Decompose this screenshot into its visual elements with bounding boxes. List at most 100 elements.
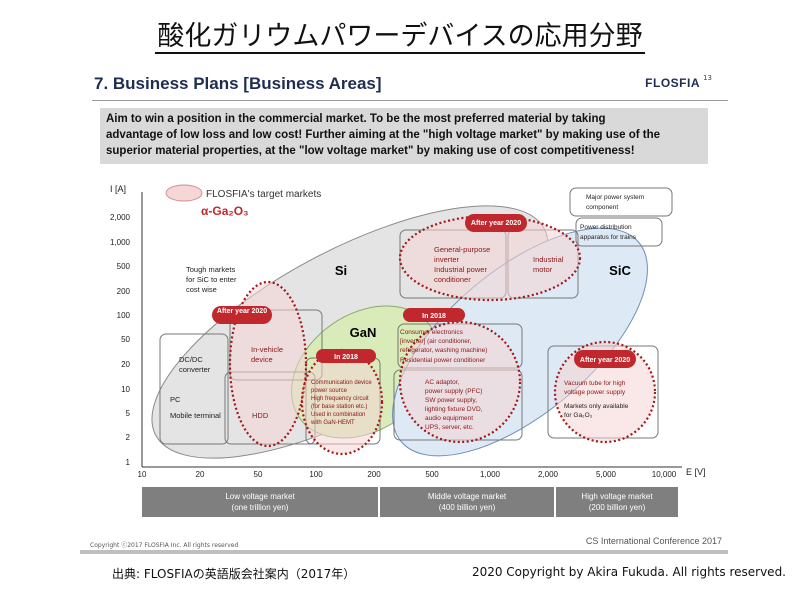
y-axis-label: I [A] <box>110 184 126 194</box>
app-text: [inverter] (air conditioner, <box>400 338 472 345</box>
x-tick: 2,000 <box>538 470 559 479</box>
summary-line: superior material properties, at the "lo… <box>106 145 635 157</box>
app-text: power supply (PFC) <box>425 388 482 395</box>
hdd-text: HDD <box>252 411 269 420</box>
copyright-note: 2020 Copyright by Akira Fukuda. All righ… <box>471 565 786 579</box>
y-tick: 200 <box>117 287 131 296</box>
x-tick: 200 <box>367 470 381 479</box>
slide-heading: 7. Business Plans [Business Areas] <box>94 74 382 93</box>
badge-label: After year 2020 <box>471 220 521 227</box>
y-tick: 5 <box>126 409 131 418</box>
source-note: 出典: FLOSFIAの英語版会社案内（2017年） <box>112 567 356 581</box>
y-tick: 10 <box>121 385 130 394</box>
summary-line: advantage of low loss and low cost! Furt… <box>106 129 661 141</box>
tough-markets-note: Tough markets for SiC to enter cost wise <box>186 265 237 294</box>
power-distribution-text: Power distribution apparatus for trains <box>580 224 637 241</box>
legend-target-swatch <box>165 184 203 202</box>
x-tick: 20 <box>196 470 205 479</box>
pc-text: PC Mobile terminal <box>170 395 221 420</box>
app-text: voltage power supply <box>564 389 626 396</box>
market-band-high <box>556 487 678 517</box>
app-text: lighting fixture DVD, <box>425 406 483 413</box>
market-size: (200 billion yen) <box>589 503 646 512</box>
app-text: Industrial <box>533 255 564 264</box>
material-gan: GaN <box>350 325 377 340</box>
app-text: Markets only available <box>564 403 629 410</box>
badge-label: After year 2020 <box>580 357 630 364</box>
target-zone-consumer <box>398 320 522 444</box>
note-line: cost wise <box>186 285 217 294</box>
app-text: Consumer electronics <box>400 329 464 336</box>
app-box-power-distribution <box>575 217 663 247</box>
y-ticks: 2,000 1,000 500 200 100 50 20 10 5 2 1 <box>110 213 131 467</box>
x-tick: 50 <box>254 470 263 479</box>
general-inverter-text: General-purpose inverter Industrial powe… <box>434 245 490 284</box>
app-text: with GaN-HEMT <box>310 420 355 426</box>
y-tick: 50 <box>121 335 130 344</box>
badge-label: In 2018 <box>422 313 446 320</box>
note-line: Tough markets <box>186 265 235 274</box>
ac-adaptor-text: AC adaptor, power supply (PFC) SW power … <box>425 379 483 431</box>
market-size: (400 billion yen) <box>439 503 496 512</box>
app-text: Mobile terminal <box>170 411 221 420</box>
app-text: Power distribution <box>580 224 632 231</box>
app-text: Residential power conditioner <box>400 357 486 364</box>
badge <box>212 306 272 324</box>
market-name: Middle voltage market <box>428 492 507 501</box>
note-line: for SiC to enter <box>186 275 237 284</box>
app-text: Industrial power <box>434 265 487 274</box>
badge <box>574 350 636 368</box>
x-ticks: 10 20 50 100 200 500 1,000 2,000 5,000 1… <box>138 470 677 479</box>
app-text: Vacuum tube for high <box>564 380 626 387</box>
slide-footer-copyright: Copyright ⓒ2017 FLOSFIA Inc. All rights … <box>90 542 239 549</box>
market-size: (one trillion yen) <box>232 503 289 512</box>
app-text: UPS, server, etc. <box>425 424 474 431</box>
material-si: Si <box>335 263 347 278</box>
app-text: SW power supply, <box>425 397 477 404</box>
heading-divider <box>92 100 728 101</box>
y-tick: 500 <box>117 262 131 271</box>
y-tick: 20 <box>121 360 130 369</box>
app-text: conditioner <box>434 275 471 284</box>
badge-label: After year 2020 <box>217 308 267 315</box>
material-sic: SiC <box>609 263 631 278</box>
app-text: DC/DC <box>179 355 203 364</box>
app-box-major-power <box>569 187 673 217</box>
x-tick: 1,000 <box>480 470 501 479</box>
communication-text: Communication device power source High f… <box>310 380 372 426</box>
consumer-text: Consumer electronics [inverter] (air con… <box>400 329 487 364</box>
legend-material: α-Ga₂O₃ <box>201 204 249 218</box>
market-name: High voltage market <box>581 492 653 501</box>
app-text: refrigerator, washing machine) <box>400 347 487 354</box>
app-text: (for base station etc.) <box>311 404 367 410</box>
industrial-motor-text: Industrial motor <box>533 255 564 274</box>
dcdc-text: DC/DC converter <box>179 355 211 374</box>
x-axis-label: E [V] <box>686 467 706 477</box>
app-text: Used in combination <box>311 412 365 418</box>
x-tick: 5,000 <box>596 470 617 479</box>
slide-page-number: 13 <box>703 74 712 82</box>
app-text: PC <box>170 395 181 404</box>
app-text: converter <box>179 365 211 374</box>
app-text: AC adaptor, <box>425 379 460 386</box>
major-power-text: Major power system component <box>586 194 644 211</box>
app-text: audio equipment <box>425 415 473 422</box>
app-text: power source <box>311 388 348 394</box>
app-text: apparatus for trains <box>580 234 637 241</box>
y-tick: 1 <box>126 458 131 467</box>
badge <box>316 349 376 363</box>
badge-label: In 2018 <box>334 354 358 361</box>
app-text: Communication device <box>311 380 372 386</box>
x-tick: 500 <box>425 470 439 479</box>
market-name: Low voltage market <box>225 492 295 501</box>
app-text: device <box>251 355 273 364</box>
y-tick: 100 <box>117 311 131 320</box>
app-text: motor <box>533 265 553 274</box>
slide-footer-conference: CS International Conference 2017 <box>585 536 722 546</box>
legend-target-label: FLOSFIA's target markets <box>206 189 321 200</box>
slide-footer-bar <box>80 550 728 554</box>
badge <box>465 214 527 232</box>
market-band-middle <box>380 487 554 517</box>
x-tick: 10,000 <box>652 470 677 479</box>
badge-label-line: After year 2020 <box>217 308 267 315</box>
